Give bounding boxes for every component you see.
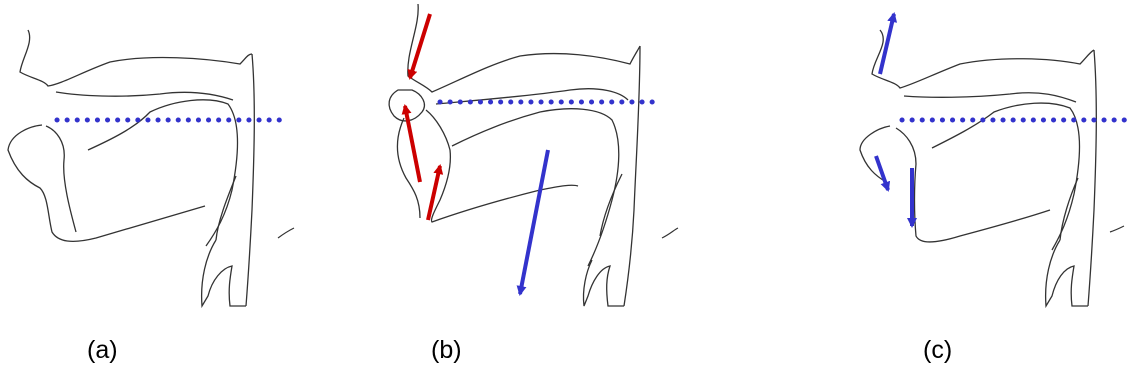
panel-a-upper-profile: [19, 29, 253, 87]
panel-b-epiglottis: [599, 173, 623, 237]
panel-b-drawing: [388, 3, 641, 307]
panel-a-palate: [55, 91, 234, 101]
panel-label-b: (b): [431, 336, 462, 364]
red-arrow-icon: [426, 164, 444, 221]
panel-b-pharynx: [623, 45, 641, 307]
panel-a-tongue: [87, 99, 239, 247]
panel-b-upper-lip: [388, 89, 426, 122]
panel-b-neck-mark: [661, 227, 679, 239]
panel-c-larynx: [1044, 239, 1088, 309]
panel-c-tongue: [931, 102, 1081, 251]
panel-c-upper-profile: [871, 29, 1095, 89]
panel-c-palate: [903, 92, 1077, 103]
panel-b-tongue: [451, 108, 620, 267]
blue-arrow-icon: [516, 149, 550, 296]
figure-canvas: [7, 3, 1133, 309]
red-arrow-icon: [401, 104, 422, 183]
panel-label-c: (c): [923, 336, 953, 364]
panel-a-lower-lip: [45, 125, 77, 233]
panel-b-lower-lip: [396, 117, 421, 219]
panel-a-pharynx: [245, 53, 255, 307]
red-arrow-icon: [407, 13, 432, 80]
panel-c-epiglottis: [1059, 177, 1079, 241]
panel-b-jaw: [425, 109, 579, 223]
panel-a-larynx: [200, 239, 246, 309]
blue-arrow-icon: [874, 155, 891, 192]
panel-a-drawing: [7, 29, 255, 309]
panel-a-lips: [7, 124, 206, 243]
blue-arrow-icon: [878, 12, 898, 75]
panel-c-lower-lip: [895, 127, 1051, 243]
panel-b-upper-profile: [407, 3, 641, 93]
panel-a-neck-mark: [277, 227, 295, 239]
panel-b-larynx: [582, 259, 624, 307]
panel-c-neck-mark: [1109, 225, 1125, 233]
panel-c-pharynx: [1087, 49, 1097, 307]
panel-label-a: (a): [87, 336, 118, 364]
panel-c-lips: [859, 125, 891, 183]
panel-c-drawing: [859, 29, 1097, 309]
panel-a-epiglottis: [215, 175, 237, 241]
